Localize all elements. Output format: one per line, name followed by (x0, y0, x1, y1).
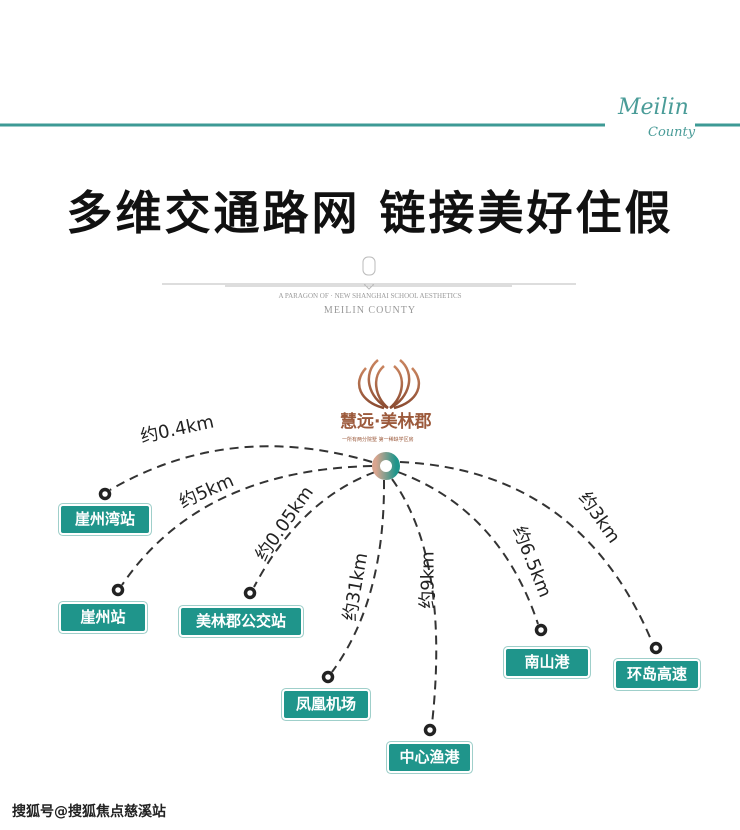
destination-label: 崖州站 (61, 604, 145, 631)
destination-label: 美林郡公交站 (181, 608, 301, 635)
node-icon (534, 623, 548, 637)
script-logo-line2: County (648, 125, 696, 140)
destination-label: 凤凰机场 (284, 691, 368, 718)
route-line (109, 445, 373, 491)
destination-label: 崖州湾站 (61, 506, 149, 533)
brand-logo-icon (357, 359, 421, 410)
emblem-icon (162, 256, 576, 290)
brand-subtitle: 一所有两分院墅 第一稀缺学区房 (342, 437, 414, 443)
node-icon (98, 487, 112, 501)
destination-label: 中心渔港 (389, 744, 470, 771)
node-icon (243, 586, 257, 600)
hub-icon (372, 452, 400, 480)
route-line (397, 471, 539, 625)
route-line (331, 479, 386, 673)
destination-label: 环岛高速 (616, 661, 698, 688)
brand-name: 慧远·美林郡 (340, 412, 432, 432)
page-title: 多维交通路网 链接美好住假 (66, 186, 674, 240)
script-logo-line1: Meilin (618, 95, 689, 120)
emblem-county: MEILIN COUNTY (323, 305, 417, 316)
route-line (391, 478, 438, 725)
route-line (399, 461, 653, 643)
destination-nodes (98, 487, 663, 737)
route-line (253, 471, 376, 588)
destination-label: 南山港 (506, 649, 588, 676)
node-icon (321, 670, 335, 684)
watermark: 搜狐号@搜狐焦点慈溪站 (12, 804, 166, 820)
node-icon (649, 641, 663, 655)
distance-label: 约9km (417, 551, 439, 609)
emblem-tagline: A PARAGON OF · NEW SHANGHAI SCHOOL AESTH… (278, 292, 462, 300)
node-icon (111, 583, 125, 597)
route-lines (109, 445, 653, 725)
node-icon (423, 723, 437, 737)
route-line (121, 465, 373, 586)
